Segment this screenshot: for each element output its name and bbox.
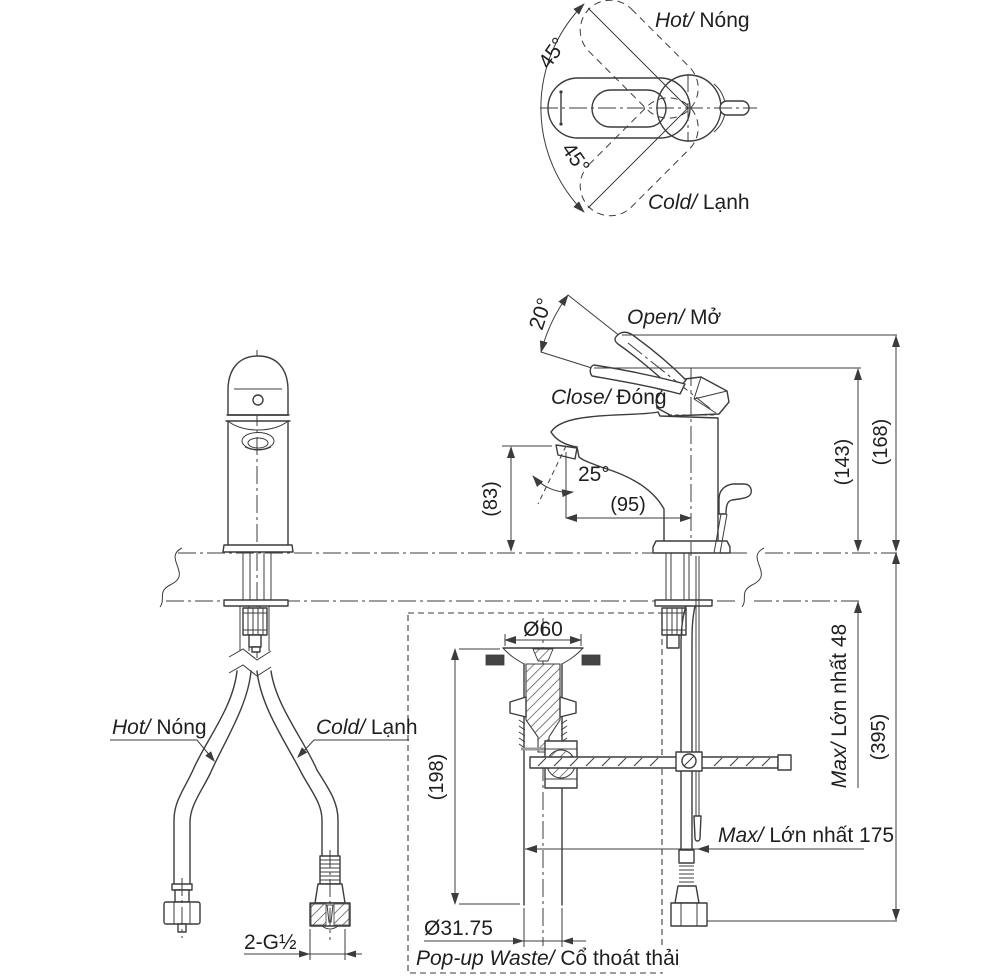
front-spout-aerator	[241, 432, 275, 450]
side-body-spout	[550, 411, 719, 546]
label-dim-143: (143)	[832, 439, 854, 486]
cold-hose	[256, 670, 323, 857]
waste-plug-section	[525, 663, 561, 753]
spout-angle-arc	[532, 475, 574, 498]
clamp-bolt-right	[581, 654, 601, 666]
label-dim-395: (395)	[868, 714, 890, 761]
side-supply-hose	[680, 605, 687, 851]
popup-pull-rod	[695, 556, 700, 816]
label-dim-95: (95)	[610, 494, 646, 516]
dimension-lines	[110, 334, 900, 960]
label-dim-168: (168)	[870, 419, 892, 466]
label-max-deck: Max/ Lớn nhất 48	[828, 624, 851, 788]
side-hose-nut	[670, 902, 708, 927]
lever-angle-arc	[539, 294, 569, 353]
front-handle-button	[252, 394, 264, 406]
text-labels: Hot/ Nóng Cold/ Lạnh 45° 45° Open/ Mở Cl…	[112, 9, 894, 970]
side-mounting-washer	[654, 599, 713, 607]
supply-hoses	[163, 670, 351, 940]
label-45-down: 45°	[557, 139, 594, 178]
front-base	[222, 544, 294, 553]
front-mounting-washer	[223, 599, 289, 607]
front-handle-dome	[227, 355, 289, 416]
label-45-up: 45°	[534, 34, 571, 73]
front-view-faucet	[222, 350, 294, 677]
cold-leader	[299, 739, 409, 756]
top-view-faucet	[540, 0, 757, 217]
label-dia-3175: Ø31.75	[424, 917, 493, 940]
label-max-rod: Max/ Lớn nhất 175	[718, 824, 894, 847]
swing-angle-arc	[540, 3, 585, 213]
label-close: Close/ Đóng	[551, 386, 667, 409]
hose-break-symbol	[228, 648, 272, 677]
label-dim-83: (83)	[480, 481, 502, 517]
label-cold-bottom: Cold/ Lạnh	[316, 716, 418, 739]
side-view-faucet	[532, 294, 752, 927]
lift-rod-knob	[718, 483, 752, 515]
label-dia-60: Ø60	[523, 618, 563, 641]
label-thread-g12: 2-G½	[244, 931, 297, 954]
label-dim-198: (198)	[426, 754, 448, 801]
label-25deg: 25°	[578, 463, 610, 486]
front-body	[227, 420, 289, 546]
hot-leader	[110, 739, 212, 758]
hot-hose	[173, 670, 238, 885]
clamp-bolt-left	[485, 654, 505, 666]
label-20deg: 20°	[525, 295, 557, 332]
label-hot-bottom: Hot/ Nóng	[112, 716, 207, 739]
lever-closed-position	[589, 364, 686, 395]
label-hot-top: Hot/ Nóng	[655, 9, 750, 32]
label-open: Open/ Mở	[627, 306, 722, 329]
label-popup-caption: Pop-up Waste/ Cổ thoát thải	[416, 947, 679, 970]
popup-detail-box	[407, 612, 663, 974]
label-cold-top: Cold/ Lạnh	[648, 191, 750, 214]
popup-waste-detail	[407, 612, 792, 974]
